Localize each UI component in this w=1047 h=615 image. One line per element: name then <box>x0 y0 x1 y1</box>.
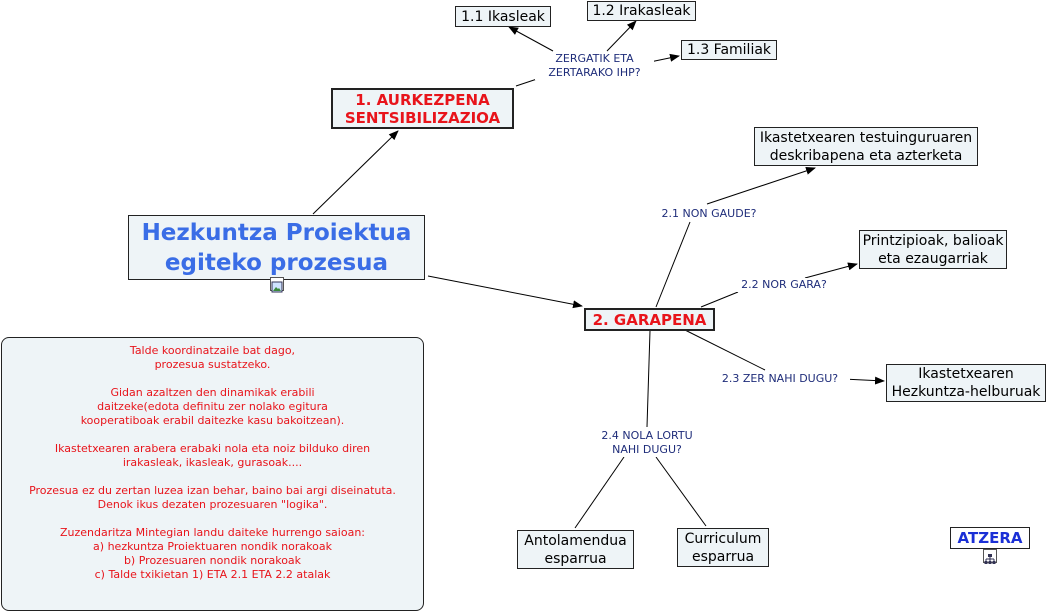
question-2-3: 2.3 ZER NAHI DUGU? <box>710 372 850 386</box>
link-main-to-n2 <box>427 275 583 309</box>
link-question-to-1-3 <box>649 53 680 63</box>
question-zergatik: ZERGATIK ETA ZERTARAKO IHP? <box>535 52 654 80</box>
note-paragraph: Talde koordinatzaile bat dago, prozesua … <box>129 344 296 371</box>
topic-testuingurua[interactable]: Ikastetxearen testuinguruaren deskribape… <box>754 127 978 166</box>
back-button[interactable]: ATZERA <box>950 527 1030 549</box>
question-2-2: 2.2 NOR GARA? <box>732 278 836 292</box>
link-main-to-n1 <box>312 130 399 215</box>
image-attachment-icon[interactable] <box>270 277 284 293</box>
note-paragraph: Ikastetxearen arabera erabaki nola eta n… <box>54 442 371 469</box>
link-n2-to-2-4 <box>646 330 651 428</box>
main-topic[interactable]: Hezkuntza Proiektua egiteko prozesua <box>128 215 425 280</box>
link-2-4-to-antolamendua <box>574 456 625 529</box>
link-n2-to-2-3 <box>684 329 766 371</box>
note-box: Talde koordinatzaile bat dago, prozesua … <box>1 337 424 611</box>
topic-aurkezpena[interactable]: 1. AURKEZPENA SENTSIBILIZAZIOA <box>331 88 514 129</box>
topic-antolamendua[interactable]: Antolamendua esparrua <box>517 530 634 569</box>
link-2-1-to-target <box>706 167 816 205</box>
note-paragraph: Prozesua ez du zertan luzea izan behar, … <box>29 484 396 511</box>
question-2-4: 2.4 NOLA LORTU NAHI DUGU? <box>589 429 705 457</box>
note-paragraph: Gidan azaltzen den dinamikak erabili dai… <box>80 386 345 427</box>
link-n2-to-2-2 <box>700 291 739 308</box>
link-2-2-to-target <box>804 262 858 279</box>
question-2-1: 2.1 NON GAUDE? <box>652 207 766 221</box>
topic-curriculum[interactable]: Curriculum esparrua <box>677 528 769 567</box>
link-n2-to-2-1 <box>655 221 691 308</box>
link-question-to-1-2 <box>606 20 637 52</box>
topic-1-3-familiak[interactable]: 1.3 Familiak <box>681 40 777 60</box>
topic-garapena[interactable]: 2. GARAPENA <box>584 308 715 331</box>
topic-printzipioak[interactable]: Printzipioak, balioak eta ezaugarriak <box>859 230 1007 269</box>
link-question-to-1-1 <box>508 26 554 52</box>
topic-helburuak[interactable]: Ikastetxearen Hezkuntza-helburuak <box>886 364 1046 402</box>
link-2-4-to-curriculum <box>655 456 707 527</box>
sitemap-link-icon[interactable] <box>983 549 997 564</box>
topic-1-1-ikasleak[interactable]: 1.1 Ikasleak <box>455 6 551 27</box>
note-paragraph: Zuzendaritza Mintegian landu daiteke hur… <box>60 526 365 581</box>
topic-1-2-irakasleak[interactable]: 1.2 Irakasleak <box>587 1 696 21</box>
